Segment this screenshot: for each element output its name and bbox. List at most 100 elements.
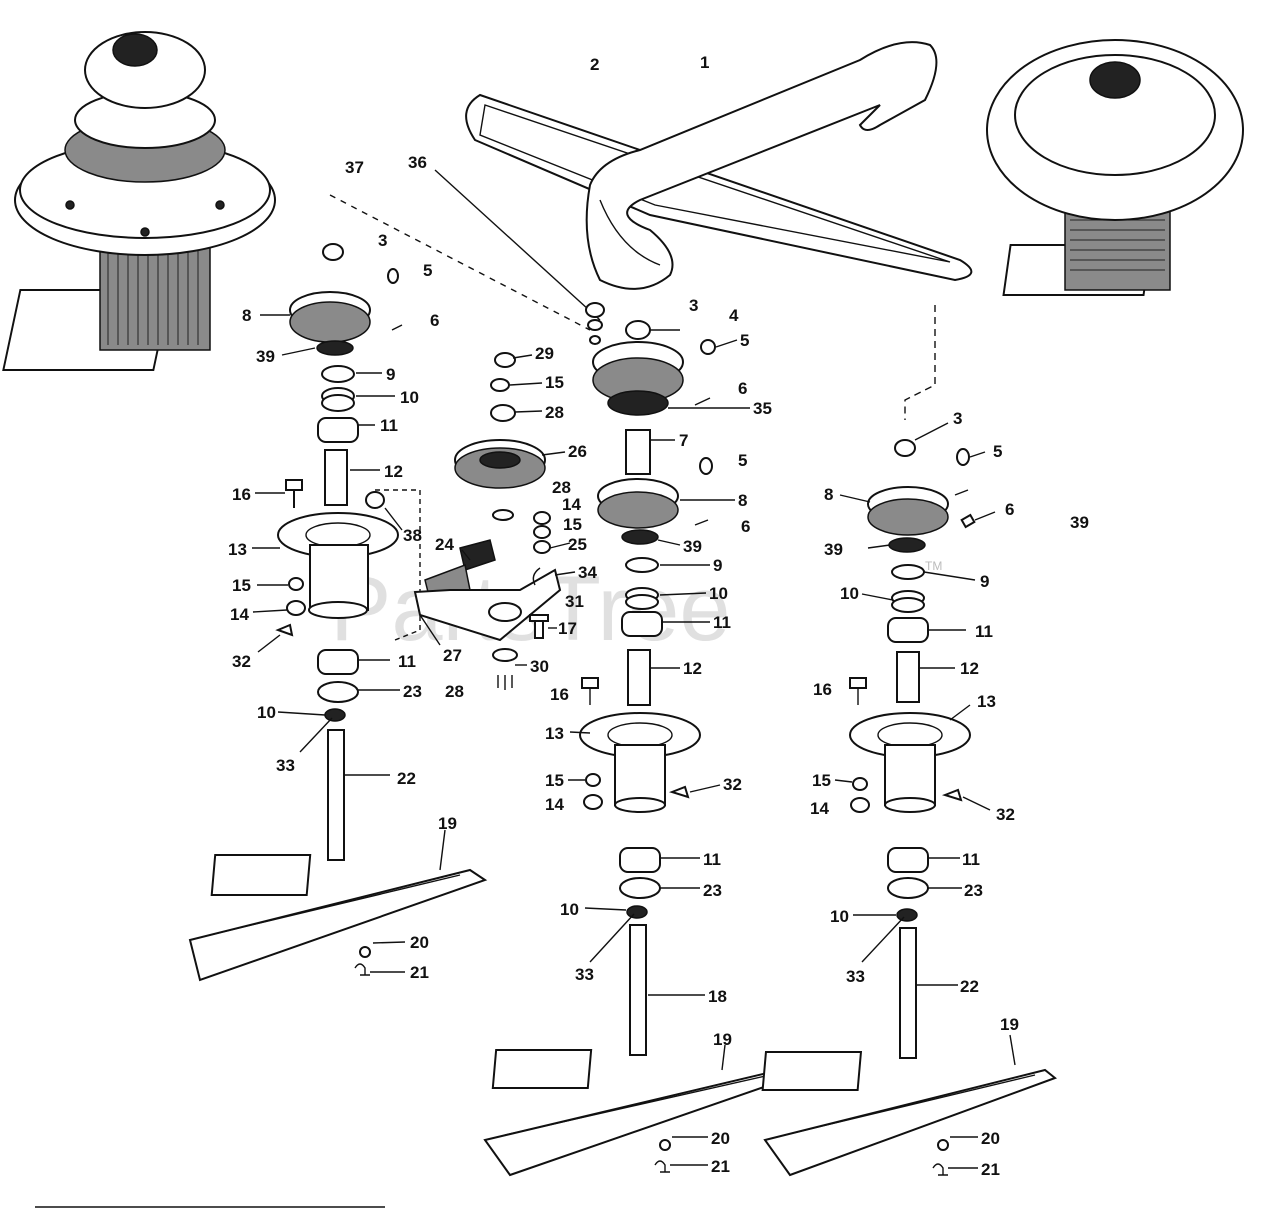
center-label-6-top: 6 <box>738 379 747 398</box>
label-36: 36 <box>408 153 427 172</box>
center-label-19: 19 <box>713 1030 732 1049</box>
left-label-32: 32 <box>232 652 251 671</box>
center-label-3: 3 <box>689 296 698 315</box>
left-label-39: 39 <box>256 347 275 366</box>
left-label-9: 9 <box>386 365 395 384</box>
left-label-11-top: 11 <box>380 416 398 435</box>
center-spindle-stack <box>483 302 793 1177</box>
left-label-33: 33 <box>276 756 295 775</box>
idler-label-26: 26 <box>568 442 587 461</box>
right-label-32: 32 <box>996 805 1015 824</box>
center-leaders <box>568 329 750 1166</box>
right-spindle-stack <box>761 439 1058 1177</box>
center-label-5-bottom: 5 <box>738 451 747 470</box>
belt-1 <box>585 41 938 290</box>
spindle-assembly-illustration-left <box>2 31 276 371</box>
center-labels: 3 4 5 6 35 7 5 8 6 39 9 10 11 12 16 13 1… <box>545 296 772 1176</box>
watermark-tm: TM <box>925 559 942 573</box>
right-label-15: 15 <box>812 771 831 790</box>
right-label-5: 5 <box>993 442 1002 461</box>
left-label-22: 22 <box>397 769 416 788</box>
idler-label-27: 27 <box>443 646 462 665</box>
right-label-39-outer: 39 <box>1070 513 1089 532</box>
left-leaders <box>252 314 446 973</box>
left-label-10-top: 10 <box>400 388 419 407</box>
left-label-20: 20 <box>410 933 429 952</box>
center-label-18: 18 <box>708 987 727 1006</box>
right-label-13: 13 <box>977 692 996 711</box>
center-label-10-bottom: 10 <box>560 900 579 919</box>
center-label-11-bottom: 11 <box>703 850 721 869</box>
right-label-39: 39 <box>824 540 843 559</box>
leader-dashed-belt <box>904 305 936 420</box>
label-1: 1 <box>700 53 709 72</box>
left-labels: 3 5 8 6 39 9 10 11 12 16 38 13 15 14 32 … <box>228 231 457 982</box>
right-label-23: 23 <box>964 881 983 900</box>
center-label-9: 9 <box>713 556 722 575</box>
center-label-20: 20 <box>711 1129 730 1148</box>
right-label-14: 14 <box>810 799 829 818</box>
idler-labels: 29 15 28 26 28 14 15 25 24 34 31 17 27 3… <box>435 344 597 701</box>
idler-label-31: 31 <box>565 592 584 611</box>
idler-label-30: 30 <box>530 657 549 676</box>
left-label-16: 16 <box>232 485 251 504</box>
center-label-7: 7 <box>679 431 688 450</box>
left-label-13: 13 <box>228 540 247 559</box>
center-label-8: 8 <box>738 491 747 510</box>
center-label-5-top: 5 <box>740 331 749 350</box>
right-label-10-bottom: 10 <box>830 907 849 926</box>
left-label-38: 38 <box>403 526 422 545</box>
idler-label-25: 25 <box>568 535 587 554</box>
center-label-16: 16 <box>550 685 569 704</box>
left-label-3: 3 <box>378 231 387 250</box>
left-label-8: 8 <box>242 306 251 325</box>
leader-37 <box>329 194 591 331</box>
right-label-8: 8 <box>824 485 833 504</box>
right-label-11-top: 11 <box>975 622 993 641</box>
center-label-15: 15 <box>545 771 564 790</box>
idler-assembly <box>413 352 562 690</box>
left-spindle-stack <box>188 243 488 982</box>
center-label-6-bottom: 6 <box>741 517 750 536</box>
right-label-20: 20 <box>981 1129 1000 1148</box>
label-37: 37 <box>345 158 364 177</box>
idler-label-28-bottom: 28 <box>445 682 464 701</box>
idler-label-28-top: 28 <box>545 403 564 422</box>
idler-label-24: 24 <box>435 535 454 554</box>
belt-2 <box>465 93 973 282</box>
left-label-5: 5 <box>423 261 432 280</box>
idler-label-17: 17 <box>558 619 577 638</box>
idler-label-29: 29 <box>535 344 554 363</box>
left-label-12: 12 <box>384 462 403 481</box>
label-2: 2 <box>590 55 599 74</box>
left-label-14: 14 <box>230 605 249 624</box>
center-label-14: 14 <box>545 795 564 814</box>
center-label-33: 33 <box>575 965 594 984</box>
right-leaders <box>834 422 1016 1169</box>
idler-label-15-bottom: 15 <box>563 515 582 534</box>
spindle-assembly-illustration-right <box>986 39 1244 296</box>
right-labels: 3 5 8 6 39 39 9 10 11 12 16 13 15 14 32 … <box>810 409 1089 1179</box>
left-label-10-bottom: 10 <box>257 703 276 722</box>
idler-label-15-top: 15 <box>545 373 564 392</box>
right-label-22: 22 <box>960 977 979 996</box>
center-label-32: 32 <box>723 775 742 794</box>
idler-leaders <box>419 354 576 666</box>
right-label-12: 12 <box>960 659 979 678</box>
center-label-39: 39 <box>683 537 702 556</box>
left-label-6: 6 <box>430 311 439 330</box>
right-label-21: 21 <box>981 1160 1000 1179</box>
left-label-11-bottom: 11 <box>398 652 416 671</box>
center-label-35: 35 <box>753 399 772 418</box>
right-label-11-bottom: 11 <box>962 850 980 869</box>
center-label-21: 21 <box>711 1157 730 1176</box>
center-label-10-top: 10 <box>709 584 728 603</box>
idler-label-34: 34 <box>578 563 597 582</box>
center-label-12: 12 <box>683 659 702 678</box>
idler-label-28-mid: 28 <box>552 478 571 497</box>
right-label-6: 6 <box>1005 500 1014 519</box>
left-label-21: 21 <box>410 963 429 982</box>
idler-label-14: 14 <box>562 495 581 514</box>
leader-36 <box>434 169 601 321</box>
